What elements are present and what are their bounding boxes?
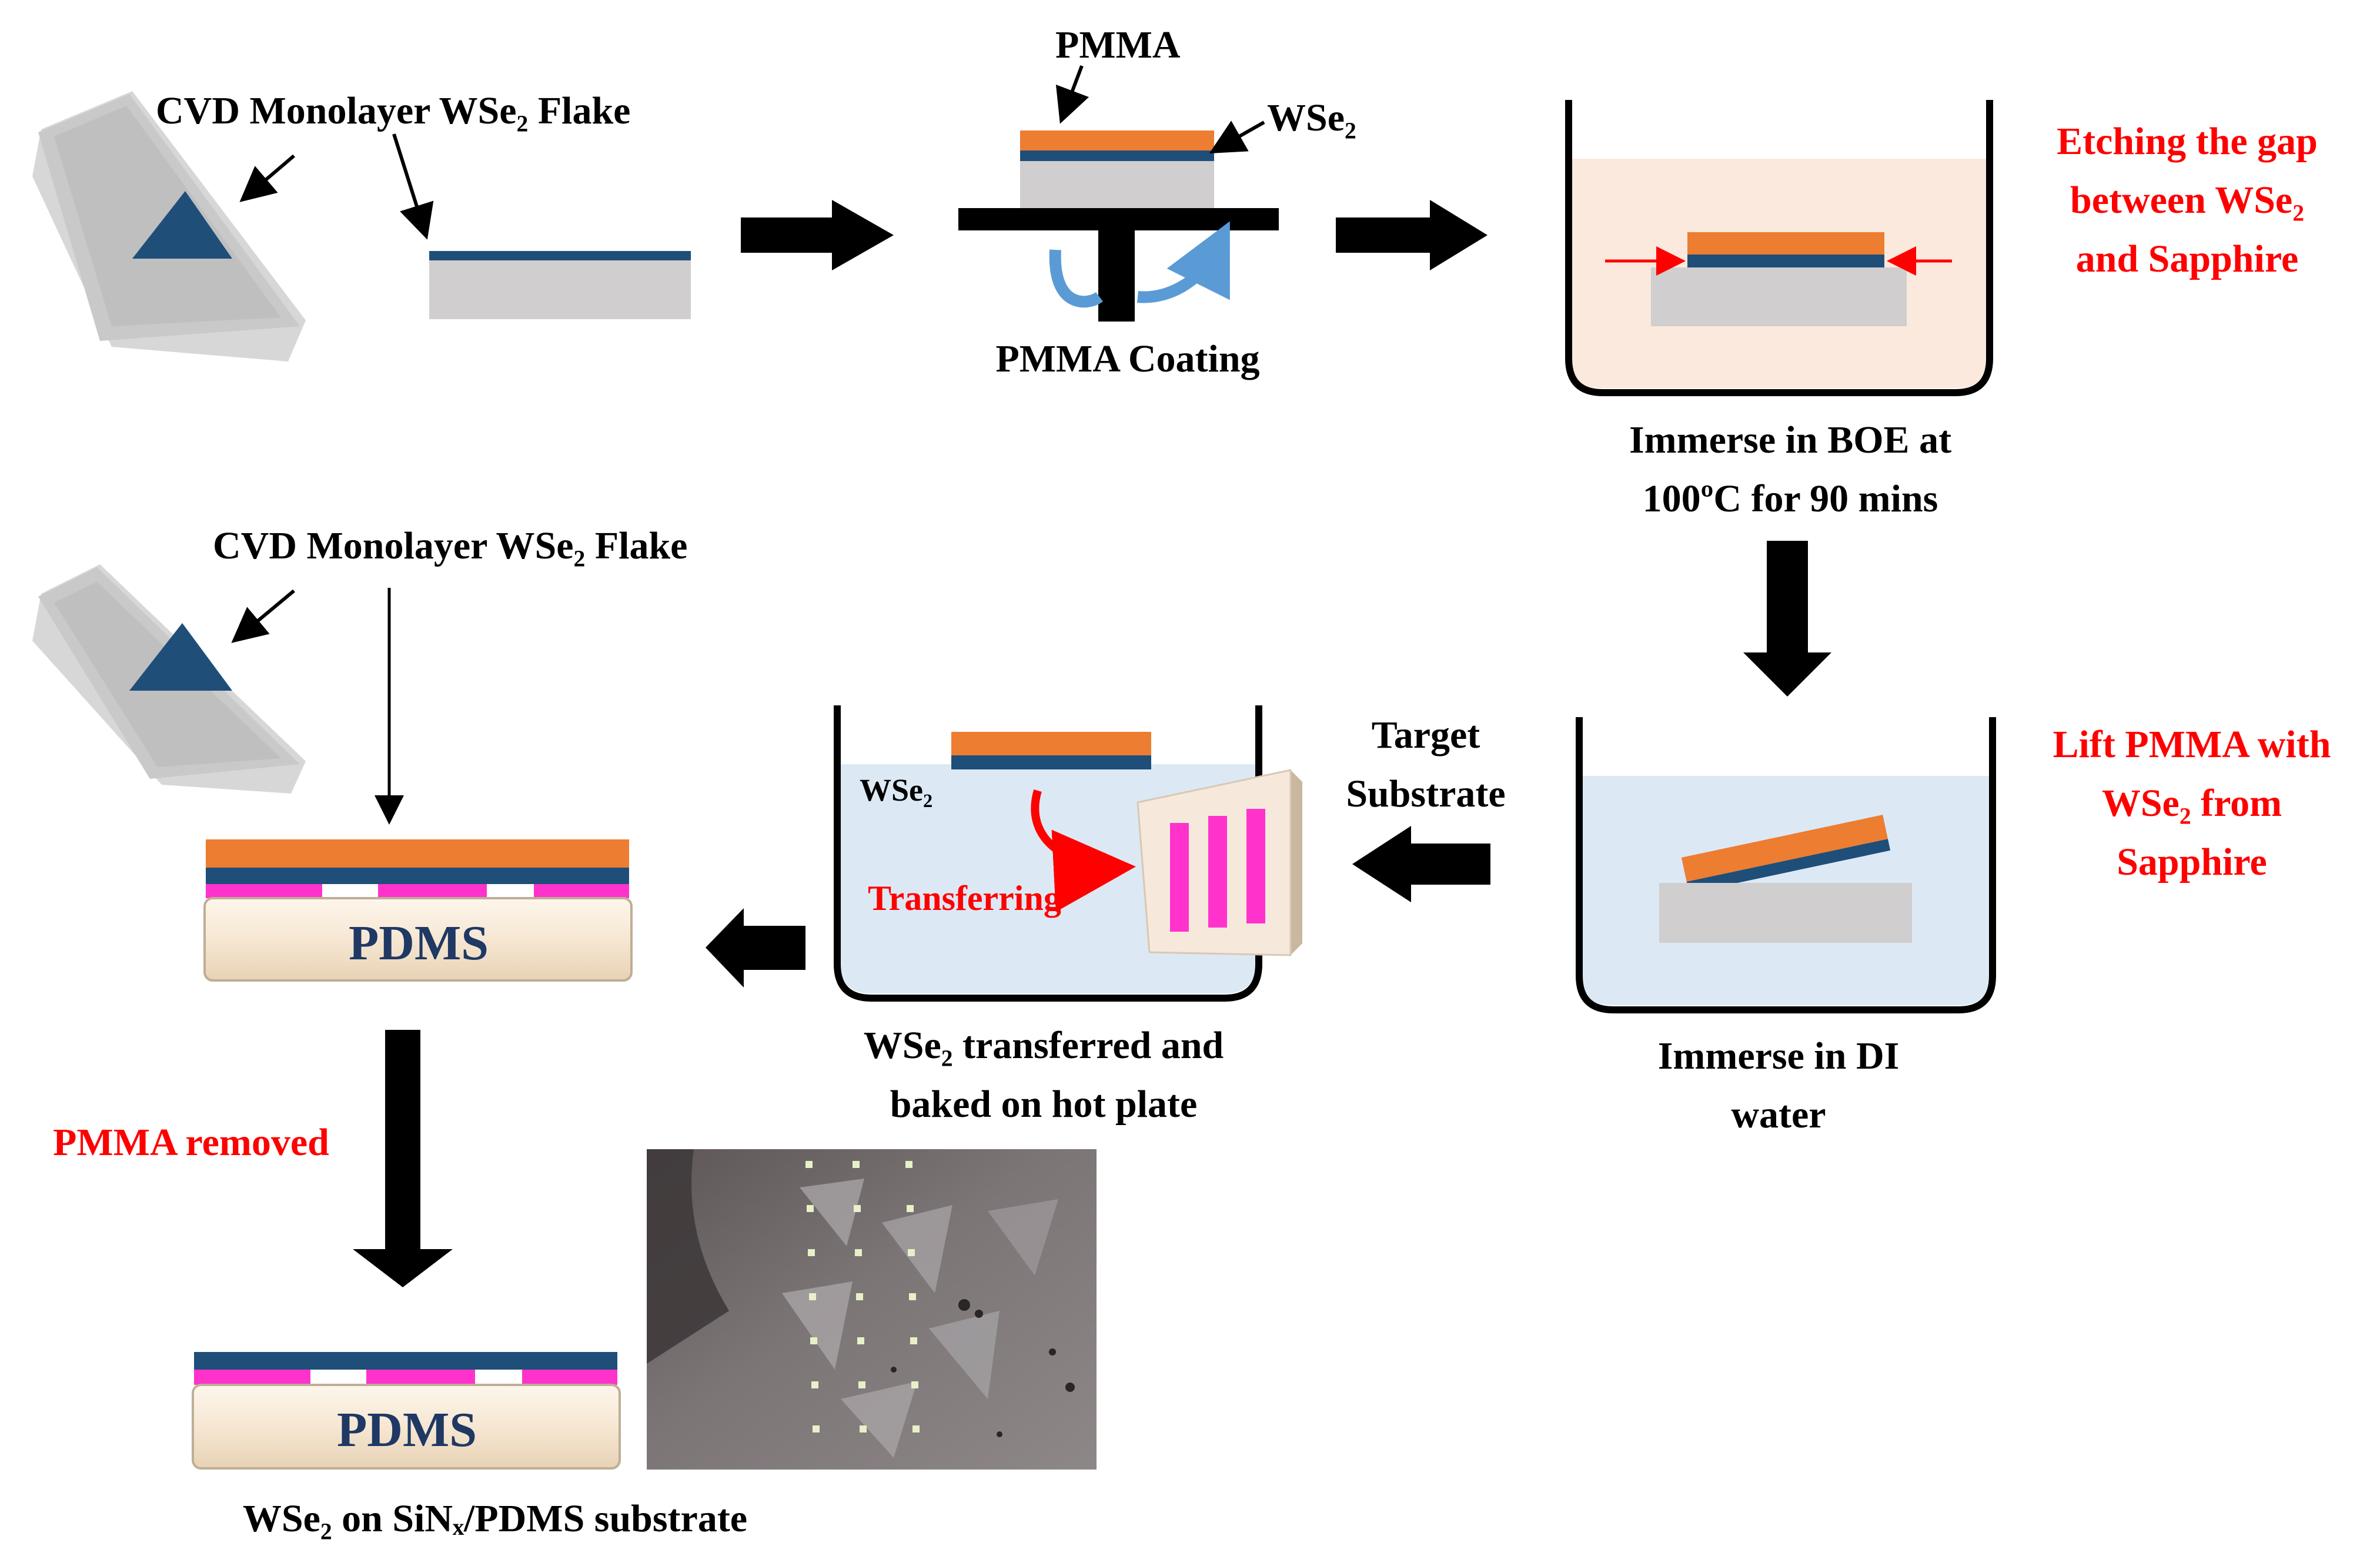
lift-note-line1: Lift PMMA with: [2053, 723, 2331, 766]
target-line1: Target: [1372, 714, 1480, 757]
flow-arrow-down-left: [353, 1030, 453, 1287]
etch-note-line2: between WSe₂: [2070, 179, 2304, 222]
wse2-layer-lifted: [1686, 839, 1891, 893]
etch-note-line3: and Sapphire: [2076, 237, 2298, 280]
optical-micrograph: [647, 1149, 1097, 1470]
boe-beaker-wall: [1565, 100, 1993, 396]
wafer-bottom: [32, 564, 306, 794]
rotation-arrow-right: [1137, 221, 1230, 303]
lift-note: Lift PMMA with WSe₂ from Sapphire: [2053, 723, 2331, 883]
di-beaker: [1576, 717, 1996, 1013]
pointer-wse2-spin: [1209, 121, 1265, 153]
lift-note-line3: Sapphire: [2117, 841, 2267, 883]
boe-caption-line2: 100ºC for 90 mins: [1643, 477, 1938, 520]
pmma-layer-stack: [206, 839, 629, 868]
sin-layer-final: [194, 1370, 617, 1385]
transfer-beaker-wall: [834, 705, 1262, 1002]
wse2-triangle-flake-2: [129, 623, 232, 691]
sapphire-substrate-1: [429, 260, 691, 319]
di-beaker-wall: [1576, 717, 1996, 1013]
wse2-layer-1: [429, 251, 691, 260]
wse2-layer-boe: [1687, 255, 1884, 267]
transfer-curved-arrow: [1031, 789, 1136, 912]
sapphire-boe: [1651, 267, 1907, 326]
flow-arrow-2: [1336, 200, 1488, 270]
label-pmma-coating: PMMA Coating: [995, 337, 1259, 380]
label-pmma: PMMA: [1055, 24, 1181, 66]
transfer-caption-line1: WSe₂ transferred and: [864, 1024, 1224, 1067]
label-pdms-bottom: PDMS: [337, 1403, 477, 1457]
pointer-flake-bottom: [231, 589, 295, 643]
label-pdms-top: PDMS: [349, 916, 489, 970]
label-cvd-flake-top: CVD Monolayer WSe₂ Flake: [156, 89, 630, 132]
target-line2: Substrate: [1346, 772, 1505, 815]
target-substrate-label: Target Substrate: [1346, 714, 1505, 815]
transfer-caption-line2: baked on hot plate: [890, 1083, 1198, 1126]
label-wse2-spin: WSe₂: [1267, 96, 1356, 139]
sin-gap-final-1: [310, 1370, 366, 1385]
sin-stripe-2: [1208, 816, 1227, 928]
wse2-layer-stack: [206, 868, 629, 884]
etch-note-line1: Etching the gap: [2057, 120, 2318, 163]
boe-beaker: [1565, 100, 1993, 396]
sin-layer-stack: [206, 884, 629, 898]
pdms-block-bottom: [192, 1384, 621, 1470]
sapphire-spin: [1020, 161, 1214, 208]
label-cvd-flake-bottom: CVD Monolayer WSe₂ Flake: [213, 524, 687, 567]
pmma-layer-spin: [1020, 130, 1214, 150]
spin-chuck: [958, 208, 1279, 230]
label-final-caption: WSe₂ on SiNₓ/PDMS substrate: [243, 1497, 747, 1540]
boe-caption: Immerse in BOE at 100ºC for 90 mins: [1629, 419, 1951, 520]
sin-stripe-3: [1246, 809, 1265, 923]
transfer-caption: WSe₂ transferred and baked on hot plate: [864, 1024, 1224, 1126]
di-caption-line2: water: [1731, 1093, 1826, 1136]
pdms-stack-with-pmma: [203, 839, 633, 982]
pointer-pmma: [1055, 65, 1089, 124]
wafer-top: [32, 91, 306, 362]
sin-stripe-1: [1170, 823, 1189, 932]
transfer-beaker: [834, 705, 1302, 1002]
wse2-layer-final: [194, 1352, 617, 1370]
pmma-layer-lifted: [1681, 815, 1888, 882]
label-transferring: Transferring: [868, 879, 1061, 918]
di-caption: Immerse in DI water: [1658, 1035, 1900, 1136]
sin-gap-final-2: [475, 1370, 522, 1385]
wse2-triangle-flake: [132, 191, 232, 259]
rotation-arrow-left: [1049, 249, 1103, 308]
pointer-flake-cross-section: [392, 133, 434, 240]
boe-caption-line1: Immerse in BOE at: [1629, 419, 1951, 461]
wse2-layer-spin: [1020, 150, 1214, 161]
pointer-flake-top: [239, 154, 295, 202]
wse2-floating: [951, 755, 1151, 769]
spin-coater: [958, 130, 1279, 322]
di-caption-line1: Immerse in DI: [1658, 1035, 1900, 1077]
spin-shaft: [1098, 230, 1135, 322]
flow-arrow-left-1: [1352, 826, 1490, 902]
flow-arrow-left-2: [706, 908, 805, 988]
pdms-block-top: [203, 897, 633, 982]
sin-gap-1: [322, 884, 378, 898]
sapphire-di: [1659, 883, 1912, 943]
flow-arrow-down-right: [1743, 541, 1831, 697]
pdms-stack-final: [192, 1352, 621, 1470]
flow-arrow-1: [741, 200, 894, 270]
pmma-layer-boe: [1687, 232, 1884, 255]
etch-note: Etching the gap between WSe₂ and Sapphir…: [2057, 120, 2318, 280]
lift-note-line2: WSe₂ from: [2102, 782, 2282, 825]
target-substrate-side: [1291, 770, 1302, 955]
sin-gap-2: [487, 884, 534, 898]
label-wse2-beaker: WSe₂: [860, 772, 932, 808]
label-pmma-removed: PMMA removed: [53, 1121, 329, 1164]
pmma-floating: [951, 732, 1151, 755]
